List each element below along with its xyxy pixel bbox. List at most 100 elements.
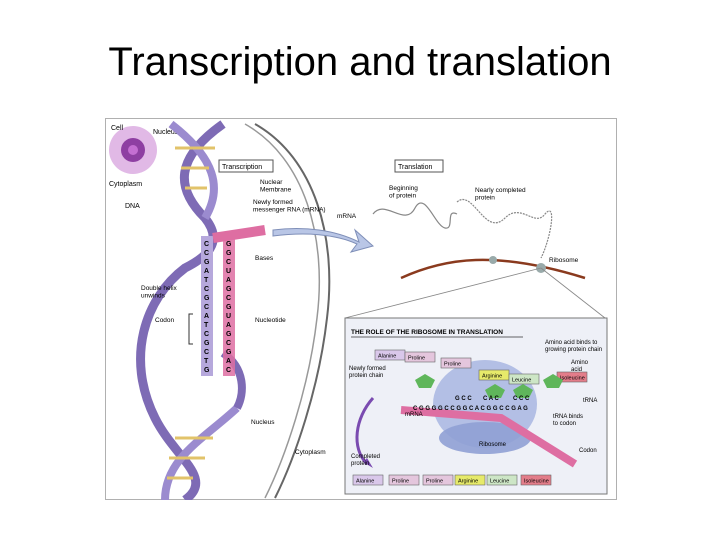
- dna-base-letter: G: [204, 340, 210, 347]
- anticodon-label: C A C: [483, 396, 500, 402]
- bases-label: Bases: [255, 255, 274, 262]
- chain-amino-acid-label: Proline: [444, 362, 461, 368]
- dna-base-letter: G: [204, 295, 210, 302]
- completed-amino-acid-label: Alanine: [356, 479, 374, 485]
- inset-codon-label: Codon: [579, 448, 597, 454]
- completed-amino-acid-label: Isoleucine: [524, 479, 549, 485]
- mrna-strand-top: [212, 225, 266, 243]
- dna-base-letter: T: [204, 277, 209, 284]
- completed-amino-acid-box: [388, 474, 420, 486]
- dna-backbone-upper: [168, 120, 218, 221]
- chain-amino-acid-box: [508, 373, 540, 385]
- protein-strand-nearly-completed: [456, 199, 553, 259]
- completed-amino-acid-label: Proline: [392, 479, 409, 485]
- translation-ribosome-label: Ribosome: [549, 257, 579, 264]
- protein-strand-beginning: [372, 202, 458, 229]
- chain-amino-acid-label: Alanine: [378, 354, 396, 360]
- mrna-base-letter: G: [226, 304, 232, 311]
- dna-base-letter: T: [204, 322, 209, 329]
- zoom-line-left: [344, 267, 542, 319]
- dna-base-letter: C: [204, 250, 209, 257]
- anticodon-label: G C C: [455, 396, 472, 402]
- completed-amino-acid-box: [520, 474, 552, 486]
- mrna-base-letter: G: [226, 241, 232, 248]
- mrna-base-letter: U: [226, 313, 231, 320]
- nuclear-membrane-outer: [254, 123, 331, 499]
- cell-icon: [109, 126, 157, 174]
- mrna-base-letter: A: [226, 277, 231, 284]
- dna-double-helix: [136, 120, 246, 500]
- dna-base-letter: A: [204, 313, 209, 320]
- trna-molecules: [415, 374, 563, 398]
- dna-base-letter: A: [204, 268, 209, 275]
- completed-amino-acid-label: Proline: [426, 479, 443, 485]
- chain-amino-acid-box: [404, 351, 436, 363]
- ribosome-small-1: [489, 256, 497, 264]
- slide-title: Transcription and translation: [108, 40, 612, 84]
- completed-amino-acid-label: Leucine: [490, 479, 509, 485]
- dna-base-letter: C: [204, 304, 209, 311]
- anticodon-label: C C C: [513, 396, 530, 402]
- inset-ribosome-label: Ribosome: [479, 442, 507, 448]
- nucleotide-label: Nucleotide: [255, 317, 286, 324]
- chain-amino-acid-label: Leucine: [512, 378, 531, 384]
- codon-label: Codon: [155, 317, 175, 324]
- mrna-strand: [223, 236, 235, 376]
- transcription-to-translation-arrow: [272, 228, 375, 253]
- mrna-base-letter: C: [226, 367, 231, 374]
- translation-mrna-strand: [400, 258, 586, 280]
- transcription-translation-diagram: Cell Nucleus Cytoplasm DNA CCGATCGCATCGC…: [105, 118, 617, 500]
- dna-backbone-lower: [161, 405, 240, 500]
- mrna-base-letter: C: [226, 295, 231, 302]
- cytoplasm-label: Cytoplasm: [109, 181, 142, 188]
- dna-base-letter: G: [204, 259, 210, 266]
- mrna-base-letter: G: [226, 286, 232, 293]
- translation-heading-box: [394, 159, 444, 173]
- inset-mrna-label: mRNA: [405, 412, 423, 418]
- dna-template-strand: [201, 236, 213, 376]
- dna-base-letter: T: [204, 358, 209, 365]
- completed-protein-arrow: [355, 396, 375, 466]
- mrna-base-letter: C: [226, 259, 231, 266]
- dna-base-letter: G: [204, 367, 210, 374]
- nucleus-label: Nucleus: [153, 129, 179, 136]
- translation-mrna-label: mRNA: [337, 213, 357, 220]
- trna-label: tRNA: [583, 398, 597, 404]
- chain-amino-acid-label: Proline: [408, 356, 425, 362]
- dna-base-letter: C: [204, 286, 209, 293]
- cell-label: Cell: [111, 125, 124, 132]
- cytoplasm-bottom-label: Cytoplasm: [295, 449, 326, 456]
- chain-amino-acid-label: Isoleucine: [560, 376, 585, 382]
- codon-bracket: [188, 313, 193, 345]
- zoom-line-right: [540, 267, 606, 319]
- mrna-base-letter: C: [226, 340, 231, 347]
- dna-base-letter: C: [204, 349, 209, 356]
- completed-amino-acid-box: [454, 474, 486, 486]
- mrna-base-letter: U: [226, 268, 231, 275]
- translation-heading: Translation: [398, 164, 432, 171]
- nucleus-bottom-label: Nucleus: [251, 419, 275, 426]
- mrna-base-letter: A: [226, 358, 231, 365]
- ribosome-small-subunit: [439, 422, 531, 454]
- dna-label: DNA: [125, 203, 140, 210]
- mrna-base-letter: A: [226, 322, 231, 329]
- chain-amino-acid-box: [440, 357, 472, 369]
- completed-amino-acid-box: [486, 474, 518, 486]
- mrna-base-letter: G: [226, 250, 232, 257]
- completed-amino-acid-box: [352, 474, 384, 486]
- transcription-heading: Transcription: [222, 164, 262, 171]
